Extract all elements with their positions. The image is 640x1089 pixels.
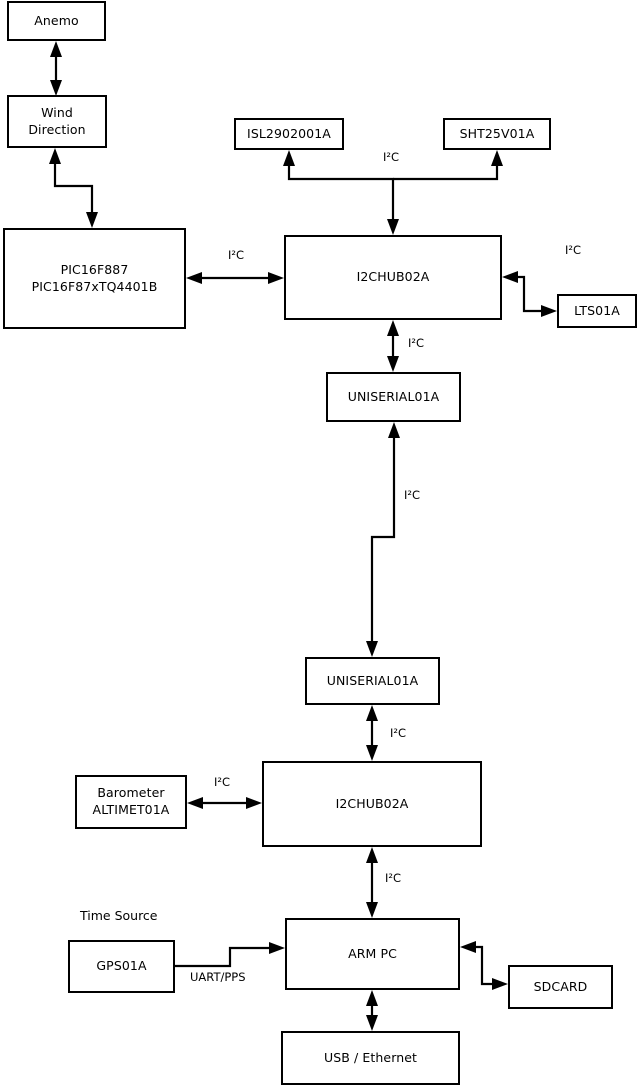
connector-gps-armpc: [175, 942, 285, 968]
connector-winddirection-pic: [49, 148, 98, 228]
connector-hubbottom-armpc: [366, 847, 378, 918]
node-sht25v01a[interactable]: SHT25V01A: [443, 118, 551, 150]
edge-label-uart-pps: UART/PPS: [190, 970, 246, 984]
node-arm-pc[interactable]: ARM PC: [285, 918, 460, 990]
edge-label-i2c-pic-hub: I²C: [228, 248, 245, 262]
node-i2chub02a-top[interactable]: I2CHUB02A: [284, 235, 502, 320]
node-uniserial01a-top[interactable]: UNISERIAL01A: [326, 372, 461, 422]
node-isl2902001a[interactable]: ISL2902001A: [234, 118, 344, 150]
edge-label-i2c-lts: I²C: [565, 243, 582, 257]
node-wind-direction[interactable]: Wind Direction: [7, 95, 107, 148]
node-i2chub02a-bottom[interactable]: I2CHUB02A: [262, 761, 482, 847]
connector-armpc-usbethernet: [366, 990, 378, 1031]
connector-anemo-winddirection: [50, 41, 62, 96]
edge-label-i2c-barometer: I²C: [214, 775, 231, 789]
edge-label-i2c-sensor-bus: I²C: [383, 150, 400, 164]
node-usb-ethernet[interactable]: USB / Ethernet: [281, 1031, 460, 1085]
connector-barometer-hubbottom: [187, 797, 262, 809]
edge-label-i2c-uniserial-link: I²C: [404, 488, 421, 502]
edge-label-i2c-hub2-armpc: I²C: [385, 871, 402, 885]
node-sdcard[interactable]: SDCARD: [508, 965, 613, 1009]
node-uniserial01a-bottom[interactable]: UNISERIAL01A: [305, 657, 440, 705]
node-barometer-altimet01a[interactable]: Barometer ALTIMET01A: [75, 775, 187, 829]
node-lts01a[interactable]: LTS01A: [557, 294, 637, 328]
connector-hubtop-sensorbus: [283, 150, 503, 235]
label-time-source: Time Source: [80, 908, 158, 923]
node-anemo[interactable]: Anemo: [7, 1, 106, 41]
edge-label-i2c-hub-uniserial: I²C: [408, 336, 425, 350]
node-pic-microcontroller[interactable]: PIC16F887 PIC16F87xTQ4401B: [3, 228, 186, 329]
node-gps01a[interactable]: GPS01A: [68, 940, 175, 993]
connector-hubtop-uniserialtop: [387, 320, 399, 372]
connector-pic-hubtop: [186, 272, 284, 284]
connector-armpc-sdcard: [460, 941, 508, 990]
connector-uniserialtop-uniserialbottom: [366, 422, 400, 657]
edge-label-i2c-uniserial-hub2: I²C: [390, 726, 407, 740]
connector-uniserialbottom-hubbottom: [366, 705, 378, 761]
connector-hubtop-lts: [502, 271, 557, 317]
